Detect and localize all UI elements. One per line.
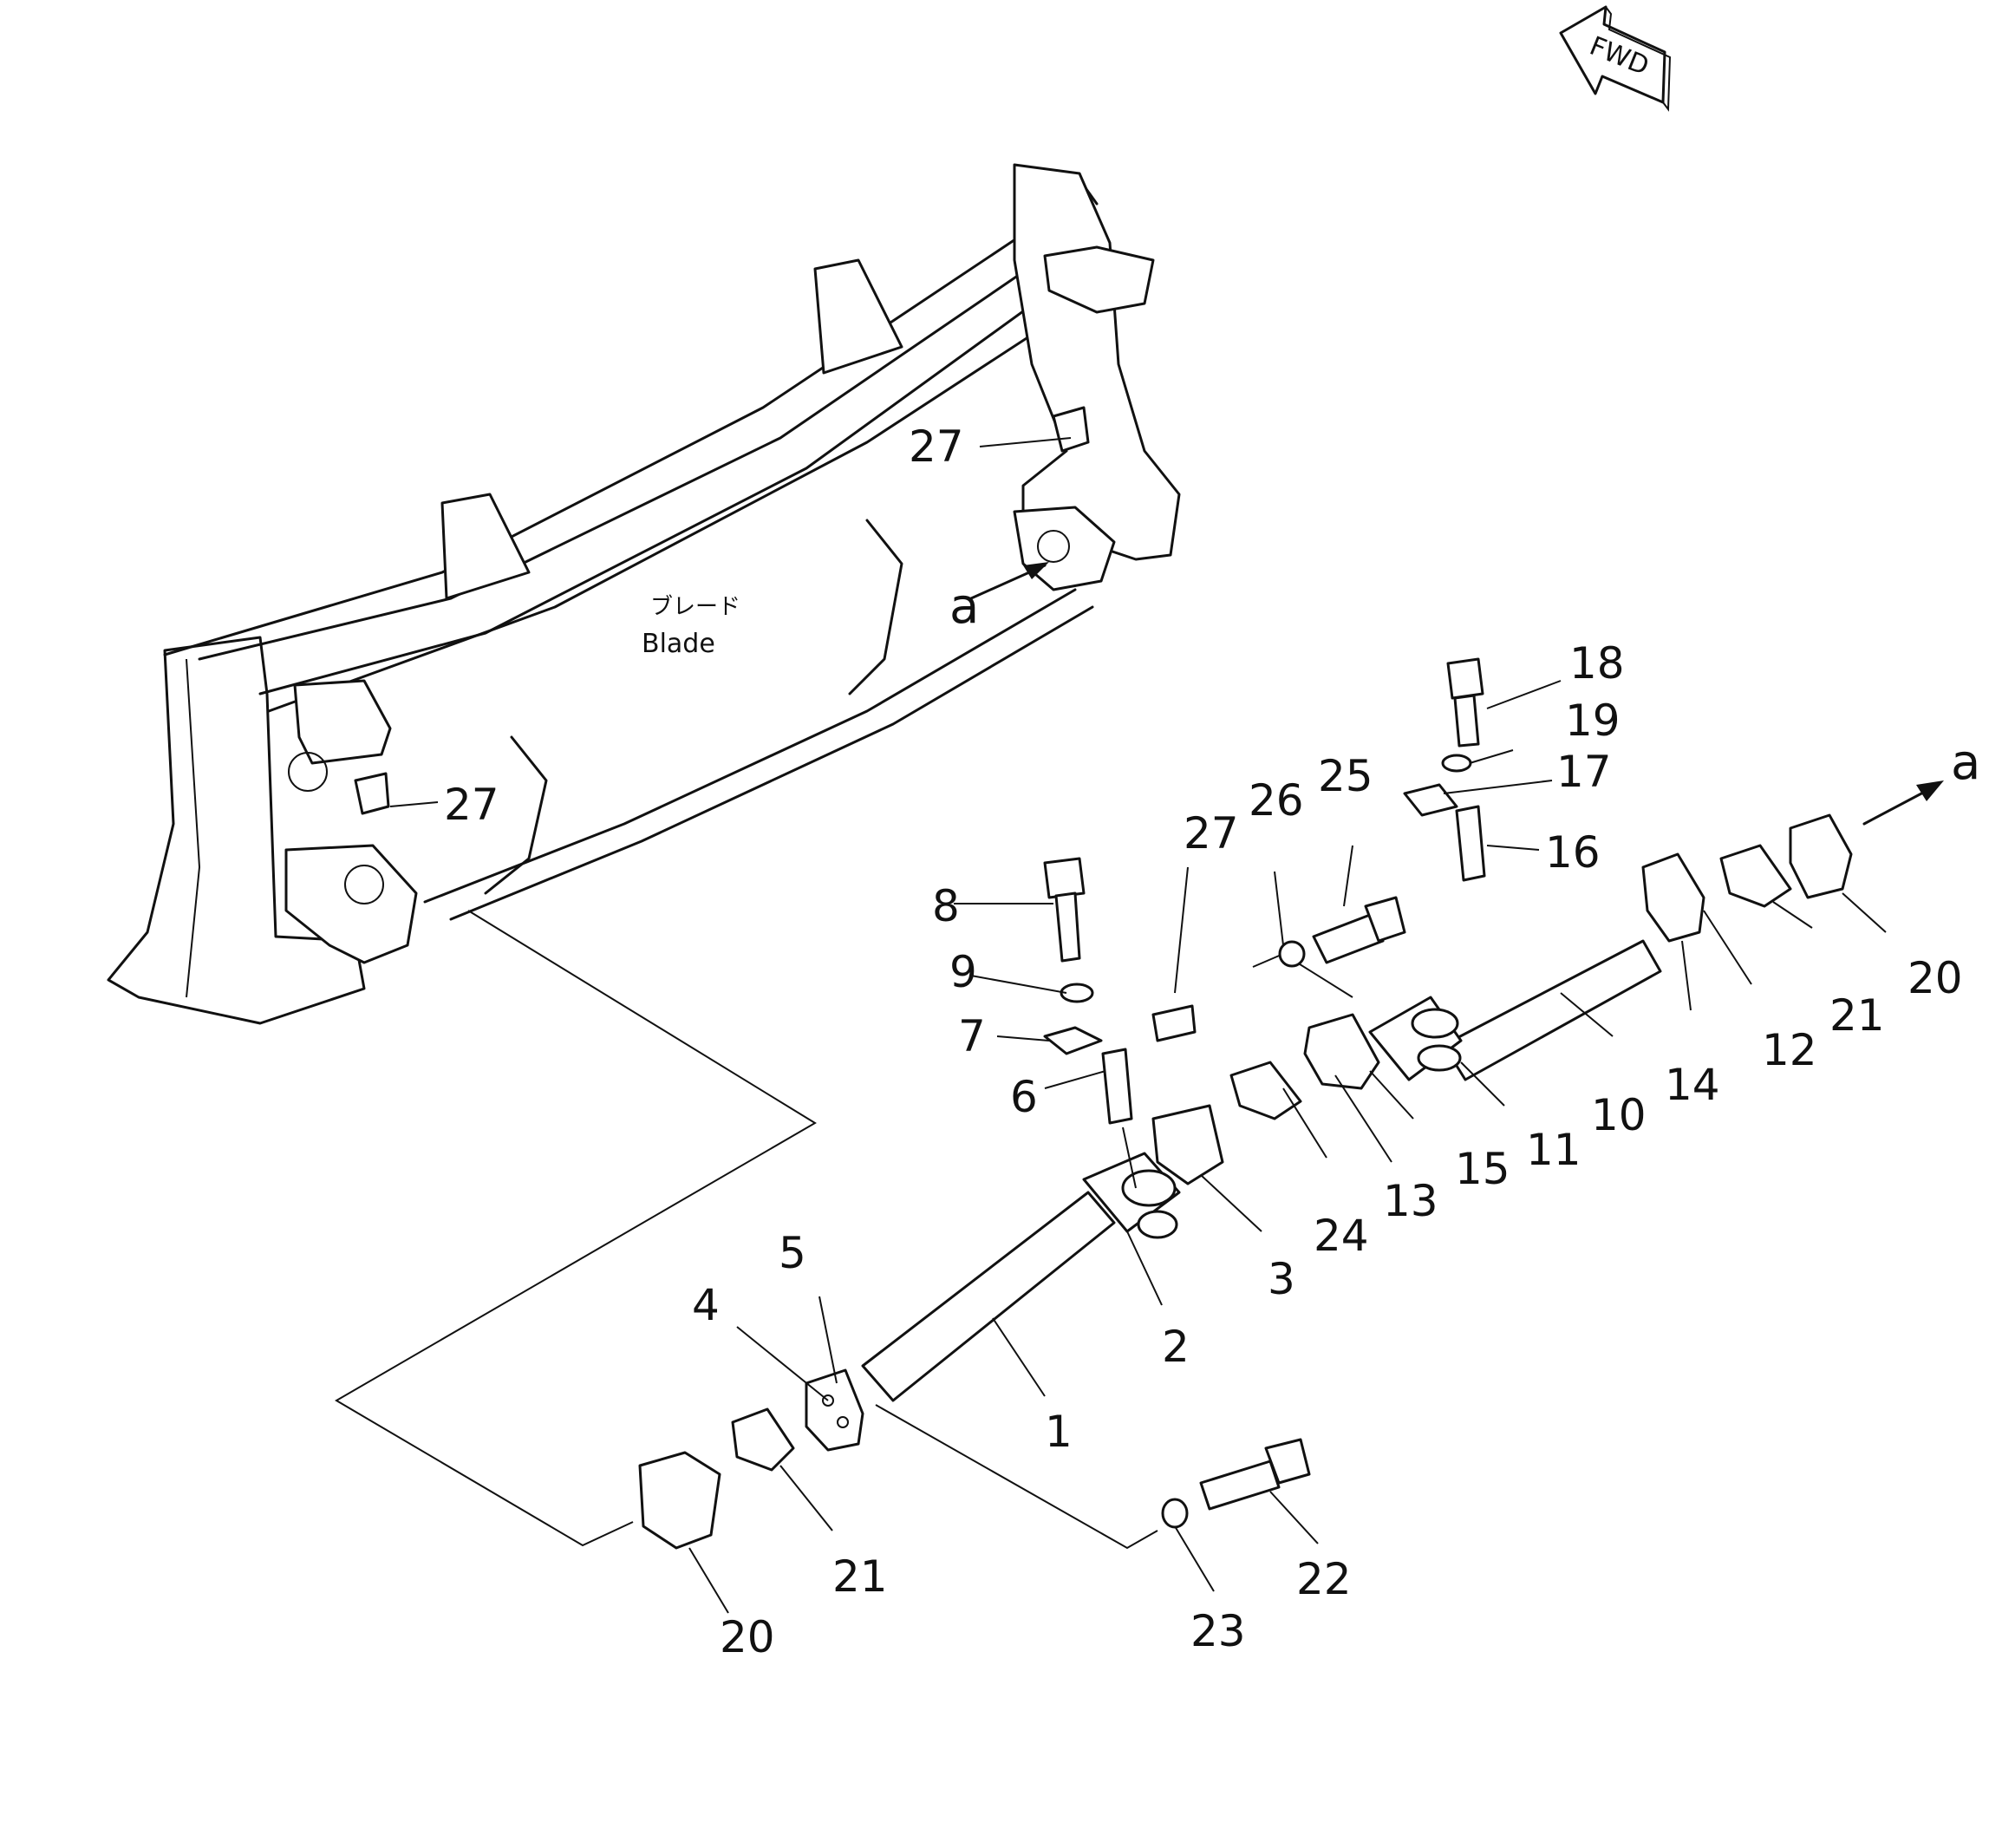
washer-19-icon bbox=[1441, 754, 1472, 773]
callout-27-center: 27 bbox=[1184, 808, 1239, 859]
shim-24-icon bbox=[1229, 1061, 1302, 1120]
callout-6: 6 bbox=[1010, 1072, 1038, 1122]
callout-1: 1 bbox=[1045, 1407, 1073, 1457]
pipe-assembly-upper bbox=[1303, 852, 1705, 1090]
callout-26: 26 bbox=[1249, 775, 1304, 826]
shim-21-left-icon bbox=[731, 1407, 795, 1472]
lock-plate-17-icon bbox=[1403, 783, 1458, 817]
callout-18: 18 bbox=[1569, 638, 1625, 689]
washer-9-icon bbox=[1060, 983, 1094, 1003]
arrow-head-icon bbox=[1916, 780, 1944, 801]
bolt-18-icon bbox=[1446, 657, 1484, 748]
callout-2: 2 bbox=[1162, 1322, 1190, 1372]
cap-20-left-icon bbox=[638, 1451, 721, 1550]
callout-16: 16 bbox=[1545, 827, 1601, 878]
callout-14: 14 bbox=[1665, 1060, 1720, 1110]
callout-22: 22 bbox=[1296, 1554, 1352, 1604]
callout-15: 15 bbox=[1455, 1144, 1510, 1194]
shim-21-right-icon bbox=[1719, 844, 1792, 908]
callout-20-left: 20 bbox=[720, 1612, 775, 1662]
grease-fitting-27-left-icon bbox=[354, 772, 390, 815]
blade-label-en: Blade bbox=[642, 629, 715, 659]
callout-12: 12 bbox=[1762, 1025, 1817, 1075]
grease-fitting-27-top-icon bbox=[1052, 406, 1090, 453]
callout-11: 11 bbox=[1526, 1125, 1581, 1175]
bolt-8-icon bbox=[1043, 857, 1086, 963]
bolt-22-icon bbox=[1199, 1438, 1311, 1511]
view-letter-right: a bbox=[1951, 735, 1980, 791]
callout-23: 23 bbox=[1190, 1606, 1246, 1656]
blade-label-jp: ブレード bbox=[650, 594, 740, 620]
callout-5: 5 bbox=[779, 1228, 806, 1278]
callout-21-right: 21 bbox=[1829, 990, 1885, 1041]
callout-7: 7 bbox=[958, 1011, 986, 1061]
callout-19: 19 bbox=[1565, 695, 1621, 746]
view-arrow-a-blade: a bbox=[949, 562, 1049, 635]
callout-leaders bbox=[389, 437, 1887, 1614]
callout-25: 25 bbox=[1318, 751, 1373, 801]
view-arrow-a-right: a bbox=[1862, 735, 1980, 826]
callout-3: 3 bbox=[1268, 1254, 1295, 1304]
callout-10: 10 bbox=[1591, 1090, 1647, 1140]
assembly-leader-lines bbox=[335, 910, 1353, 1550]
pin-6-icon bbox=[1101, 1048, 1133, 1125]
bolt-25-icon bbox=[1312, 896, 1406, 964]
callout-13: 13 bbox=[1383, 1176, 1438, 1226]
callout-8: 8 bbox=[932, 881, 960, 931]
callout-24: 24 bbox=[1314, 1211, 1369, 1261]
arrow-head-icon bbox=[1023, 562, 1049, 579]
fwd-arrow-icon: FWD bbox=[1559, 5, 1672, 112]
callout-labels: 1 2 3 4 5 6 7 8 9 10 11 12 13 14 15 16 1… bbox=[444, 421, 1963, 1662]
pin-16-icon bbox=[1455, 805, 1486, 882]
cap-20-right-icon bbox=[1789, 813, 1853, 899]
washer-23-icon bbox=[1161, 1498, 1189, 1529]
blade-assembly: ブレード Blade bbox=[107, 163, 1181, 1025]
washer-26-icon bbox=[1278, 940, 1306, 968]
callout-17: 17 bbox=[1556, 747, 1612, 797]
callout-21-left: 21 bbox=[832, 1551, 888, 1602]
callout-20-right: 20 bbox=[1907, 953, 1963, 1003]
grease-fitting-27-center-icon bbox=[1151, 1004, 1197, 1042]
callout-27-top: 27 bbox=[909, 421, 964, 472]
pipe-assembly-lower bbox=[805, 1104, 1224, 1452]
callout-27-left: 27 bbox=[444, 780, 499, 830]
callout-9: 9 bbox=[949, 947, 977, 997]
lock-plate-7-icon bbox=[1043, 1026, 1103, 1055]
view-letter-blade: a bbox=[949, 578, 979, 635]
callout-4: 4 bbox=[692, 1280, 720, 1330]
